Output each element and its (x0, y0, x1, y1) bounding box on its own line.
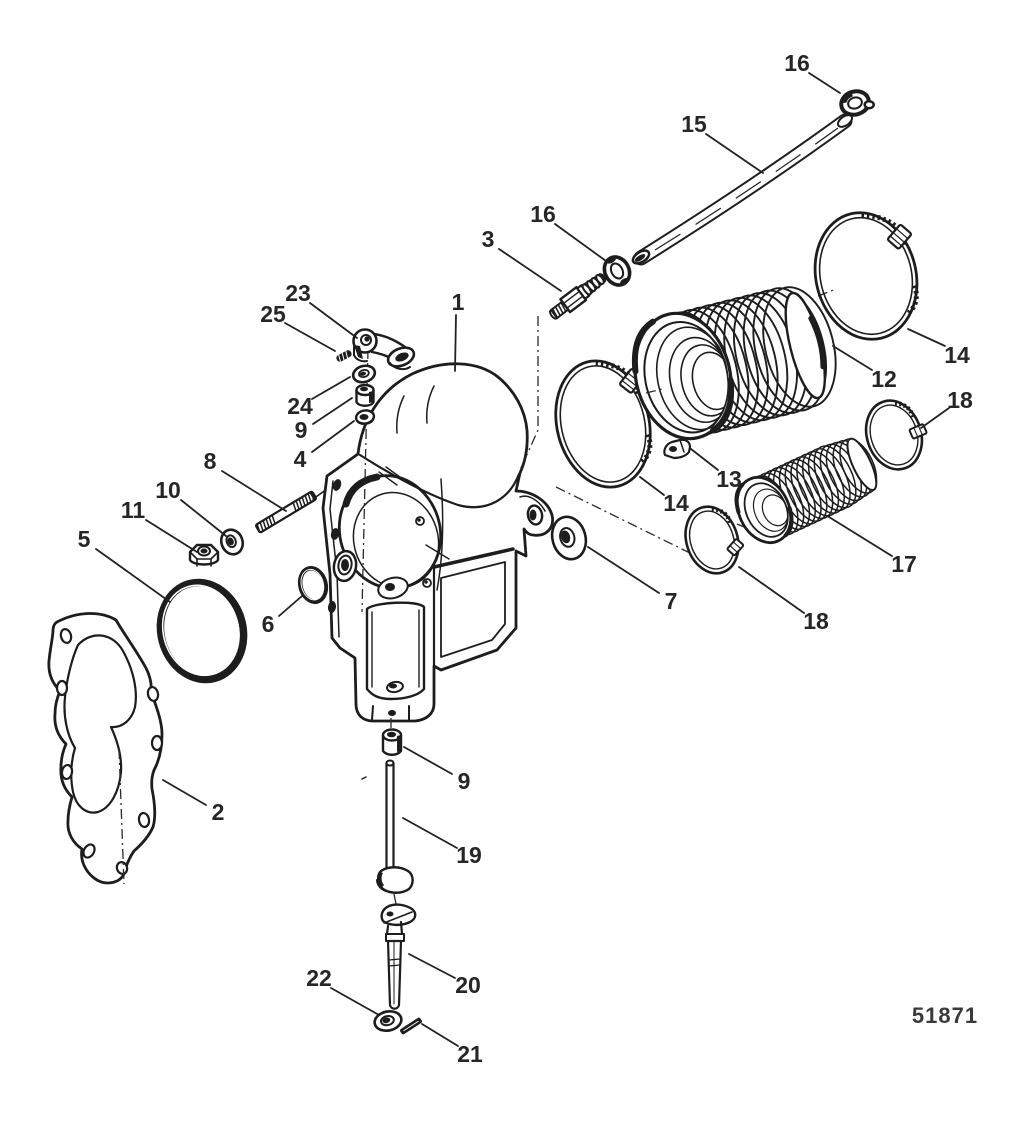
callout-leader-16 (554, 223, 607, 262)
callout-leader-19 (402, 817, 458, 849)
callout-leader-23 (309, 302, 358, 339)
part-16-sleeve (602, 255, 632, 287)
callout-label-15: 15 (681, 111, 707, 137)
alignment-dashes (645, 288, 837, 394)
part-5-o-ring (156, 578, 248, 684)
callout-leader-11 (145, 519, 198, 553)
callout-label-16: 16 (784, 50, 810, 76)
callout-leader-18 (738, 566, 805, 614)
callout-leader-20 (408, 953, 456, 979)
part-14-clamp-right (813, 211, 919, 341)
callout-leader-15 (705, 133, 764, 174)
part-12-bellows (631, 286, 837, 441)
callout-leader-22 (330, 987, 380, 1016)
callout-leader-24 (311, 376, 351, 400)
part-21-pin (400, 1017, 422, 1035)
part-18-clamp-right (864, 399, 928, 471)
callout-leader-2 (162, 779, 207, 806)
callout-leader-21 (421, 1023, 459, 1047)
callout-leader-9 (403, 746, 453, 775)
callout-label-13: 13 (716, 466, 742, 492)
callout-label-16: 16 (530, 201, 556, 227)
part-10-washer (219, 528, 245, 556)
callout-label-1: 1 (452, 289, 465, 315)
part-22-washer (373, 1009, 403, 1033)
callout-leader-25 (284, 322, 336, 352)
part-16-cap (839, 89, 875, 117)
callout-leader-17 (828, 516, 893, 557)
callout-label-20: 20 (455, 972, 481, 998)
part-2-gasket (47, 612, 164, 885)
callout-label-3: 3 (482, 226, 495, 252)
callout-label-22: 22 (306, 965, 332, 991)
callout-label-9: 9 (458, 768, 471, 794)
part-19-rod (361, 759, 414, 894)
callout-label-9: 9 (295, 417, 308, 443)
callout-layer: 1234567899101112131414151616171818192021… (78, 50, 973, 1067)
callout-leader-12 (832, 345, 873, 371)
part-15-hose (631, 113, 854, 266)
callout-label-14: 14 (944, 342, 970, 368)
callout-label-4: 4 (294, 446, 307, 472)
callout-leader-9 (312, 397, 353, 425)
part-25-pin (336, 350, 352, 363)
callout-leader-10 (180, 499, 227, 537)
callout-label-18: 18 (947, 387, 973, 413)
callout-leader-3 (498, 248, 562, 292)
part-9-bushing (381, 728, 403, 756)
callout-leader-16 (808, 72, 841, 94)
callout-label-21: 21 (457, 1041, 483, 1067)
callout-leader-13 (690, 448, 719, 471)
part-23-lever-arm (352, 328, 416, 371)
callout-label-14: 14 (663, 490, 689, 516)
callout-leader-4 (311, 420, 355, 453)
part-6-o-ring (297, 566, 329, 604)
callout-label-25: 25 (260, 301, 286, 327)
callout-label-18: 18 (803, 608, 829, 634)
callout-label-7: 7 (665, 588, 678, 614)
part-24-washer (351, 364, 377, 384)
drawing-number: 51871 (912, 1003, 978, 1028)
callout-label-17: 17 (891, 551, 917, 577)
callout-leader-14 (639, 476, 665, 496)
callout-label-5: 5 (78, 526, 91, 552)
callout-leader-18 (920, 407, 950, 429)
callout-label-23: 23 (285, 280, 311, 306)
part-8-stud (255, 486, 331, 534)
callout-leader-8 (221, 470, 287, 512)
callout-label-11: 11 (121, 497, 146, 523)
callout-leader-14 (907, 328, 946, 347)
callout-leader-1 (454, 314, 457, 372)
callout-leader-6 (278, 595, 303, 617)
part-9-spacer (355, 383, 375, 407)
part-1-housing (321, 362, 554, 723)
callout-label-8: 8 (204, 448, 217, 474)
callout-leader-5 (95, 548, 171, 603)
callout-label-19: 19 (456, 842, 482, 868)
part-13-clip (663, 438, 692, 460)
part-20-plunger (380, 903, 417, 1010)
part-4-plug (354, 409, 376, 425)
part-11-nut (188, 543, 220, 567)
callout-label-24: 24 (287, 393, 313, 419)
part-7-washer (550, 515, 588, 561)
part-3-fitting (549, 272, 607, 320)
callout-label-2: 2 (212, 799, 225, 825)
callout-label-6: 6 (262, 611, 275, 637)
callout-label-10: 10 (155, 477, 181, 503)
part-17-bellows (734, 437, 878, 544)
callout-label-12: 12 (871, 366, 897, 392)
part-18-clamp-left (684, 505, 745, 575)
callout-leader-7 (587, 546, 660, 594)
